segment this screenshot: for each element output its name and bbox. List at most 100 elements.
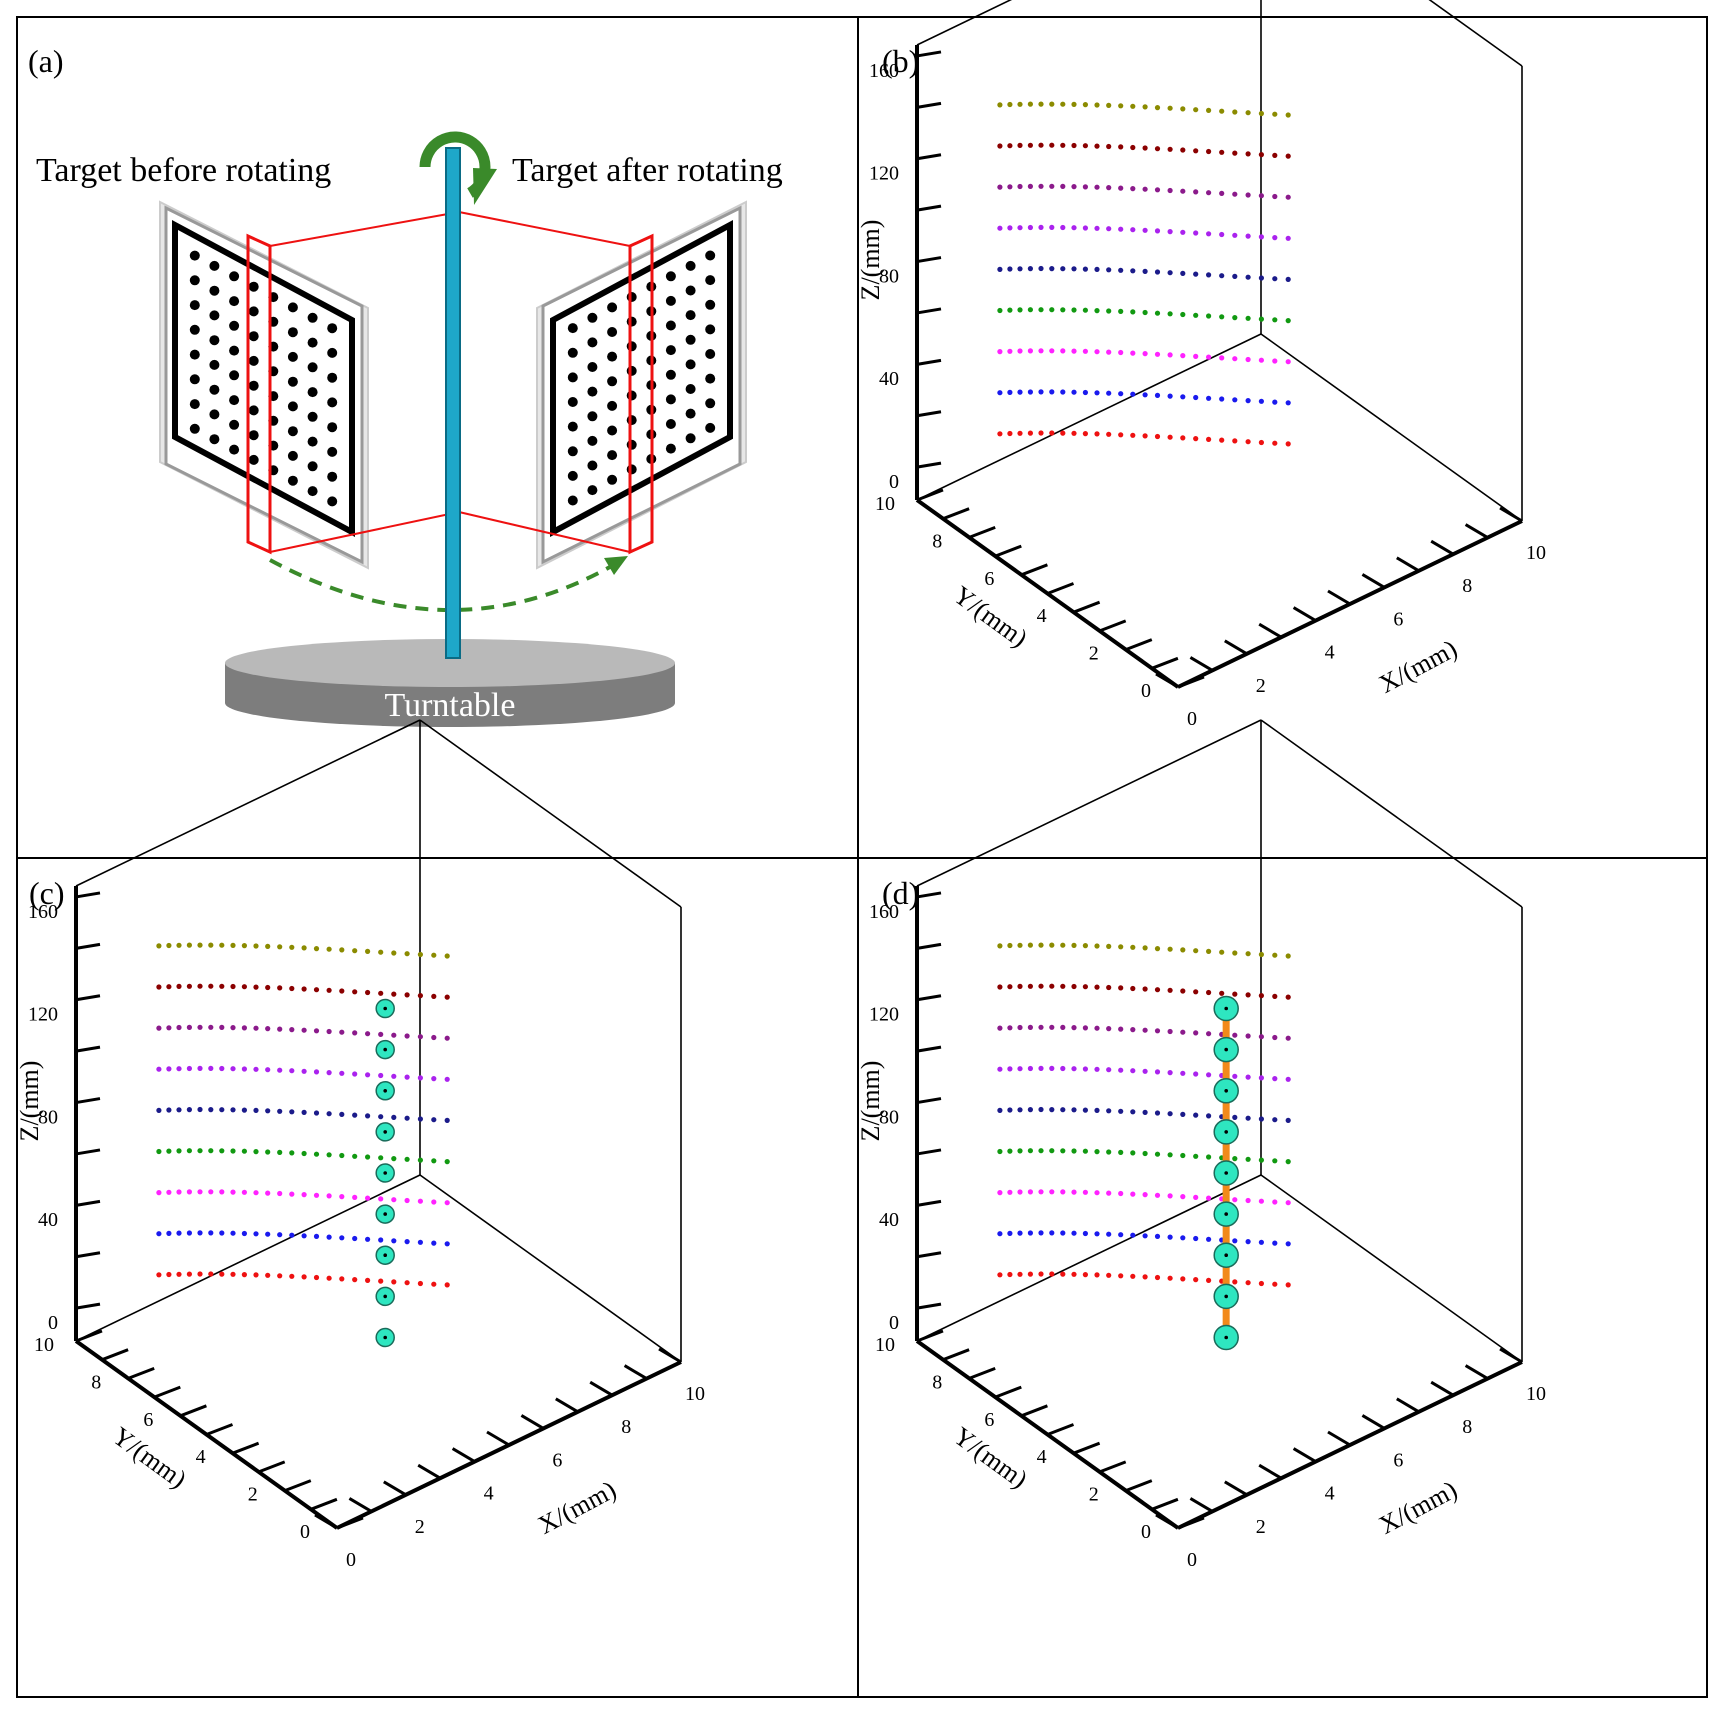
target-dot xyxy=(685,260,696,271)
target-dot xyxy=(607,376,618,387)
data-point xyxy=(1272,952,1278,958)
data-point xyxy=(1017,101,1023,107)
z-tick-label: 40 xyxy=(879,368,899,390)
data-point xyxy=(1094,1025,1100,1031)
data-point xyxy=(1167,270,1173,276)
y-tick-label: 2 xyxy=(1089,643,1099,665)
data-point xyxy=(1130,391,1136,397)
y-tick xyxy=(284,1479,312,1492)
z-tick-label: 160 xyxy=(28,901,58,923)
data-point xyxy=(1232,1032,1238,1038)
data-point xyxy=(1285,1200,1291,1206)
y-tick xyxy=(336,1516,364,1530)
data-point xyxy=(186,1189,192,1195)
data-point xyxy=(1038,1024,1044,1030)
data-point xyxy=(1082,1272,1088,1278)
panel-c-label: (c) xyxy=(29,875,65,911)
x-tick-label: 8 xyxy=(1462,1416,1472,1438)
data-point xyxy=(1106,1108,1112,1114)
y-tick xyxy=(968,525,996,539)
x-tick xyxy=(1327,1430,1351,1447)
data-point xyxy=(1193,1277,1199,1283)
data-point xyxy=(1007,1230,1013,1236)
data-point xyxy=(1285,276,1291,282)
data-point xyxy=(1232,1073,1238,1079)
x-axis-label: X/(mm) xyxy=(1374,1475,1462,1540)
data-point xyxy=(1094,1107,1100,1113)
data-point xyxy=(253,1066,259,1072)
z-tick-label: 160 xyxy=(869,901,899,923)
data-point xyxy=(1038,1065,1044,1071)
data-point xyxy=(265,1026,271,1032)
data-point xyxy=(265,1149,271,1155)
plot-box xyxy=(74,719,682,1530)
data-point xyxy=(313,987,320,993)
target-dot xyxy=(626,316,637,327)
data-point xyxy=(1258,1198,1264,1204)
data-point xyxy=(1245,274,1251,280)
z-axis-label: Z/(mm) xyxy=(856,220,885,301)
data-point xyxy=(1232,1238,1238,1244)
data-point xyxy=(1206,148,1212,155)
rotation-center-dot xyxy=(383,1130,388,1134)
data-point xyxy=(166,984,172,990)
data-point xyxy=(1082,307,1088,313)
data-point xyxy=(1258,1280,1264,1287)
data-point xyxy=(1180,147,1186,153)
data-point xyxy=(1180,353,1186,359)
panel-b: (b) 0246810024681004080120160X/(mm)Y/(mm… xyxy=(856,0,1546,730)
data-point xyxy=(1007,307,1013,313)
data-point xyxy=(1049,224,1055,230)
data-point xyxy=(289,1027,295,1033)
data-point xyxy=(1219,273,1225,279)
data-point xyxy=(1193,148,1199,154)
data-point xyxy=(241,1025,247,1031)
data-point xyxy=(1094,184,1100,190)
data-point xyxy=(1106,1067,1112,1073)
data-point xyxy=(176,983,182,989)
data-point xyxy=(277,985,283,991)
data-point xyxy=(1130,1150,1136,1156)
target-dot xyxy=(209,434,220,445)
data-point xyxy=(1258,439,1264,446)
data-point xyxy=(1017,225,1023,231)
y-tick xyxy=(310,1497,338,1511)
data-point xyxy=(1071,1271,1077,1277)
target-dot xyxy=(567,372,578,383)
data-point xyxy=(1106,1026,1112,1032)
y-tick xyxy=(1073,1441,1101,1455)
z-tick xyxy=(75,1199,101,1207)
data-point xyxy=(265,984,271,991)
y-tick xyxy=(1073,600,1101,614)
data-point xyxy=(313,1028,320,1034)
y-tick xyxy=(127,1366,155,1380)
data-point xyxy=(417,1198,423,1204)
data-point xyxy=(186,983,192,989)
data-point xyxy=(176,1271,182,1277)
data-point xyxy=(1193,989,1199,995)
data-point xyxy=(352,1194,358,1200)
data-point xyxy=(1049,430,1055,436)
data-point xyxy=(156,1231,162,1237)
data-point xyxy=(1167,1070,1173,1076)
data-point xyxy=(1017,142,1023,148)
target-dot xyxy=(287,327,298,338)
data-point xyxy=(156,1107,162,1113)
z-tick-label: 40 xyxy=(38,1209,58,1231)
data-point xyxy=(1154,1151,1161,1157)
target-dot xyxy=(189,300,200,311)
data-point xyxy=(176,942,182,948)
data-point xyxy=(1118,985,1124,991)
data-point xyxy=(1007,1107,1013,1113)
data-point xyxy=(1007,1066,1013,1072)
z-axis-label: Z/(mm) xyxy=(15,1061,44,1142)
x-tick xyxy=(623,1364,648,1380)
data-point xyxy=(208,1107,214,1113)
data-point xyxy=(1082,431,1088,437)
data-point xyxy=(1007,184,1013,190)
data-point xyxy=(1154,946,1161,952)
target-dot xyxy=(705,422,716,433)
data-point xyxy=(1193,1194,1199,1200)
target-dot xyxy=(327,496,338,507)
data-point xyxy=(326,946,332,952)
